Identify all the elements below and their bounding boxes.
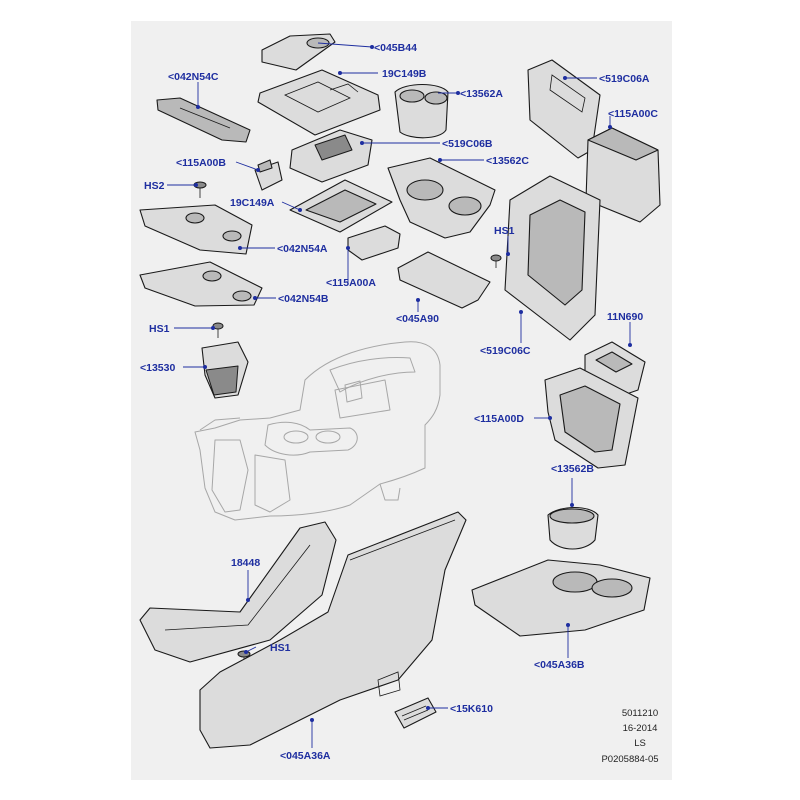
part-13530-holder [201,341,249,399]
part-19C149B-trim [257,69,381,136]
part-15K610-vent [394,697,437,729]
label-042N54A[interactable]: <042N54A [277,243,328,255]
label-13562A[interactable]: <13562A [460,88,503,100]
label-11N690[interactable]: 11N690 [607,311,643,323]
label-19C149B[interactable]: 19C149B [382,68,427,80]
label-042N54C[interactable]: <042N54C [168,71,219,83]
part-115A00B-pocket [254,159,283,191]
label-519C06B[interactable]: <519C06B [442,138,493,150]
part-045A36B-tray [471,559,651,637]
part-HS1-screw-a [490,254,502,268]
info-line-1: 5011210 [622,708,658,719]
label-045A36A[interactable]: <045A36A [280,750,331,762]
part-18448-trim [139,521,337,663]
label-115A00D[interactable]: <115A00D [474,413,524,425]
console-assembly-outline [194,341,441,521]
part-13562A-cup-holder [394,83,449,139]
part-042N54A-plate [139,204,253,255]
part-045A36A-panel [199,511,467,749]
label-HS1-a[interactable]: HS1 [494,225,515,237]
label-045A36B[interactable]: <045A36B [534,659,585,671]
info-line-3: LS [634,738,646,749]
label-13530[interactable]: <13530 [140,362,175,374]
label-045A90[interactable]: <045A90 [396,313,439,325]
part-519C06B-bezel [289,129,373,183]
part-13562C-cup-tray [387,157,496,239]
part-19C149A-ring [289,179,393,233]
label-045B44[interactable]: <045B44 [374,42,417,54]
label-13562B[interactable]: <13562B [551,463,594,475]
part-519C06C-frame [504,175,601,341]
label-042N54B[interactable]: <042N54B [278,293,329,305]
label-519C06C[interactable]: <519C06C [480,345,531,357]
part-045B44-lid [261,33,336,71]
label-HS1-c[interactable]: HS1 [270,642,291,654]
label-115A00B[interactable]: <115A00B [176,157,226,169]
part-13562B-cup [547,506,599,550]
label-HS2[interactable]: HS2 [144,180,165,192]
part-045A90-mat [397,251,491,309]
label-115A00A[interactable]: <115A00A [326,277,376,289]
label-519C06A[interactable]: <519C06A [599,73,650,85]
label-15K610[interactable]: <15K610 [450,703,493,715]
part-042N54C-strip [156,97,251,143]
label-13562C[interactable]: <13562C [486,155,529,167]
part-labels: <045B44 <042N54C 19C149B <13562A <519C06… [140,42,658,762]
info-line-2: 16-2014 [623,723,658,734]
info-line-4: P0205884-05 [601,754,658,765]
drawing-info-block: 5011210 16-2014 LS P0205884-05 [601,708,658,765]
label-HS1-b[interactable]: HS1 [149,323,170,335]
label-18448[interactable]: 18448 [231,557,260,569]
label-115A00C[interactable]: <115A00C [608,108,658,120]
label-19C149A[interactable]: 19C149A [230,197,275,209]
leader-dots [194,45,632,722]
part-042N54B-plate [139,261,263,307]
